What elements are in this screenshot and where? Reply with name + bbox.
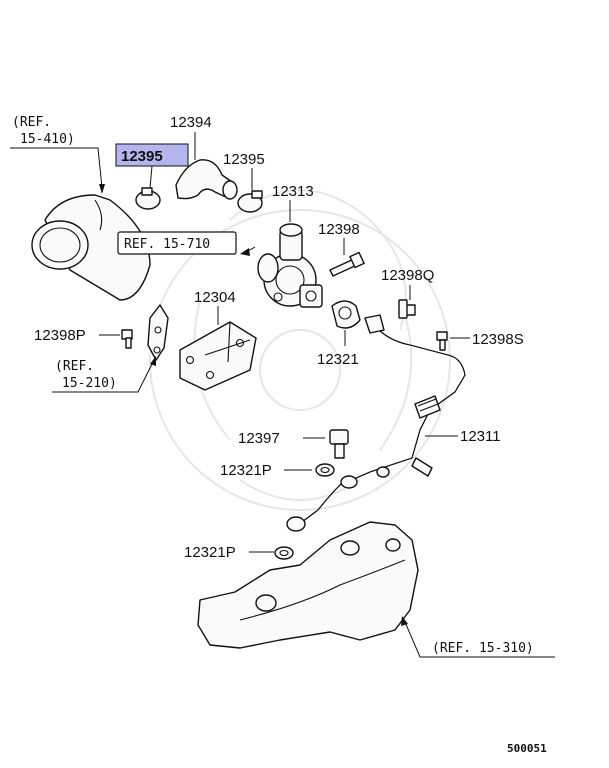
bolt-12398Q-part <box>398 299 416 319</box>
bolt-12398S-part <box>436 331 448 351</box>
fitting-12397-part <box>329 429 349 459</box>
ref-15-210-callout: (REF. 15-210) <box>52 356 156 393</box>
pipe-12311-part <box>286 314 466 532</box>
hose-12394-part <box>175 159 238 200</box>
diagram-code: 500051 <box>507 742 547 755</box>
label-12398S[interactable]: 12398S <box>472 331 524 348</box>
ref-15-210-text-1: (REF. <box>55 359 94 374</box>
label-12311[interactable]: 12311 <box>460 428 501 445</box>
ref-15-710-callout: REF. 15-710 <box>117 231 256 256</box>
label-12395-hl-text: 12395 <box>121 148 163 165</box>
ref-15-310-callout: (REF. 15-310) <box>401 616 555 658</box>
ref-15-410-callout: (REF. 15-410) <box>10 115 105 194</box>
ref-15-410-text-2: 15-410) <box>20 132 75 147</box>
label-12394[interactable]: 12394 <box>170 114 212 131</box>
washer-hole-upper <box>320 466 330 474</box>
label-12398P[interactable]: 12398P <box>34 327 86 344</box>
ref-15-210-text-2: 15-210) <box>62 376 117 391</box>
plate-bracket-part <box>147 304 169 361</box>
ref-15-410-text-1: (REF. <box>12 115 51 130</box>
bolt-12398P-part <box>121 329 133 349</box>
label-12397[interactable]: 12397 <box>238 430 280 447</box>
heat-shield-part <box>197 521 419 649</box>
label-12321[interactable]: 12321 <box>317 351 359 368</box>
washer-12321P-lower <box>274 546 294 560</box>
label-12398[interactable]: 12398 <box>318 221 360 238</box>
bolt-12398-part <box>329 251 365 277</box>
label-12321P-lower[interactable]: 12321P <box>184 544 236 561</box>
label-12304[interactable]: 12304 <box>194 289 236 306</box>
intake-hose-part <box>31 194 151 301</box>
label-12395-highlighted[interactable]: 12395 <box>115 143 189 189</box>
gasket-12321-part <box>331 300 361 329</box>
ref-15-710-text: REF. 15-710 <box>124 237 210 252</box>
label-12398Q[interactable]: 12398Q <box>381 267 434 284</box>
hose-clamp-12395-left <box>135 187 161 210</box>
valve-12313-part <box>257 223 323 308</box>
washer-hole-lower <box>279 549 289 557</box>
ref-15-310-text: (REF. 15-310) <box>432 641 534 656</box>
bracket-12304-part <box>179 321 257 391</box>
label-12313[interactable]: 12313 <box>272 183 314 200</box>
washer-12321P-upper <box>315 463 335 477</box>
hose-clamp-12395-right <box>237 190 263 213</box>
label-12321P-upper[interactable]: 12321P <box>220 462 272 479</box>
label-12395[interactable]: 12395 <box>223 151 265 168</box>
